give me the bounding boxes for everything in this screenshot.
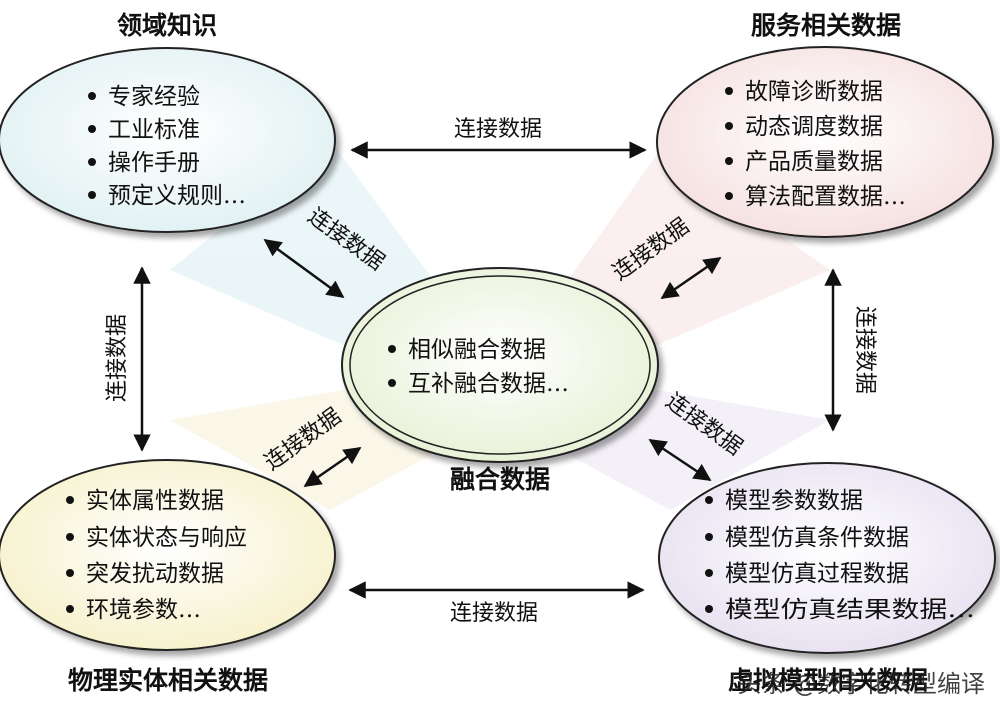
service-data-list: 故障诊断数据 动态调度数据 产品质量数据 算法配置数据…: [725, 79, 906, 210]
domain-knowledge-list: 专家经验 工业标准 操作手册 预定义规则…: [88, 84, 246, 209]
list-item: 模型仿真结果数据…: [725, 597, 975, 623]
bullet: [66, 605, 74, 613]
watermark: 头条 @数字化转型编译: [737, 670, 985, 698]
bullet: [66, 496, 74, 504]
bullet: [88, 92, 96, 100]
bullet: [66, 569, 74, 577]
domain-knowledge-title: 领域知识: [117, 11, 217, 40]
bullet: [705, 569, 713, 577]
list-item: 模型参数数据: [725, 488, 863, 514]
bullet: [725, 87, 733, 95]
connectors: [133, 141, 842, 599]
list-item: 操作手册: [108, 150, 200, 176]
bullet: [725, 192, 733, 200]
physical-entity-ellipse: [0, 459, 336, 651]
list-item: 模型仿真过程数据: [725, 561, 909, 587]
virtual-model-list: 模型参数数据 模型仿真条件数据 模型仿真过程数据 模型仿真结果数据…: [705, 488, 975, 623]
virtual-model-title: 虚拟模型相关数据: [728, 666, 928, 695]
arrow-virtual-fusion: [648, 438, 712, 482]
arrow-domain-fusion: [263, 238, 345, 299]
fusion-data-title: 融合数据: [450, 465, 550, 494]
list-item: 实体状态与响应: [86, 525, 247, 551]
bullet: [705, 496, 713, 504]
physical-entity-title: 物理实体相关数据: [68, 666, 268, 695]
bullet: [705, 605, 713, 613]
fusion-data-list: 相似融合数据 互补融合数据…: [388, 337, 569, 397]
fusion-data-inner-ring: [349, 275, 651, 455]
bullet: [88, 125, 96, 133]
list-item: 算法配置数据…: [745, 184, 906, 210]
list-item: 突发扰动数据: [86, 561, 224, 587]
bullet: [725, 157, 733, 165]
list-item: 环境参数…: [86, 597, 201, 623]
bullet: [88, 191, 96, 199]
arrow-physical-fusion: [303, 446, 362, 488]
virtual-model-ellipse: [658, 462, 996, 654]
bullet: [388, 379, 396, 387]
bullet: [388, 345, 396, 353]
arrow-service-fusion: [660, 256, 722, 300]
list-item: 产品质量数据: [745, 149, 883, 175]
list-item: 相似融合数据: [408, 337, 546, 363]
service-data-title: 服务相关数据: [751, 11, 901, 40]
list-item: 故障诊断数据: [745, 79, 883, 105]
fusion-data-ellipse: [341, 267, 659, 463]
list-item: 预定义规则…: [108, 183, 246, 209]
physical-entity-list: 实体属性数据 实体状态与响应 突发扰动数据 环境参数…: [66, 488, 247, 623]
bullet: [66, 533, 74, 541]
list-item: 动态调度数据: [745, 114, 883, 140]
bullet: [725, 122, 733, 130]
service-data-ellipse: [656, 46, 994, 238]
connector-label-left: 连接数据: [105, 314, 130, 402]
list-item: 模型仿真条件数据: [725, 525, 909, 551]
bullet: [88, 158, 96, 166]
domain-knowledge-ellipse: [0, 47, 336, 233]
connector-label-right: 连接数据: [852, 306, 877, 394]
bullet: [705, 533, 713, 541]
connector-label-top: 连接数据: [454, 117, 542, 142]
list-item: 实体属性数据: [86, 488, 224, 514]
list-item: 互补融合数据…: [408, 371, 569, 397]
list-item: 专家经验: [108, 84, 200, 110]
list-item: 工业标准: [108, 117, 200, 143]
connector-label-bottom: 连接数据: [450, 601, 538, 626]
